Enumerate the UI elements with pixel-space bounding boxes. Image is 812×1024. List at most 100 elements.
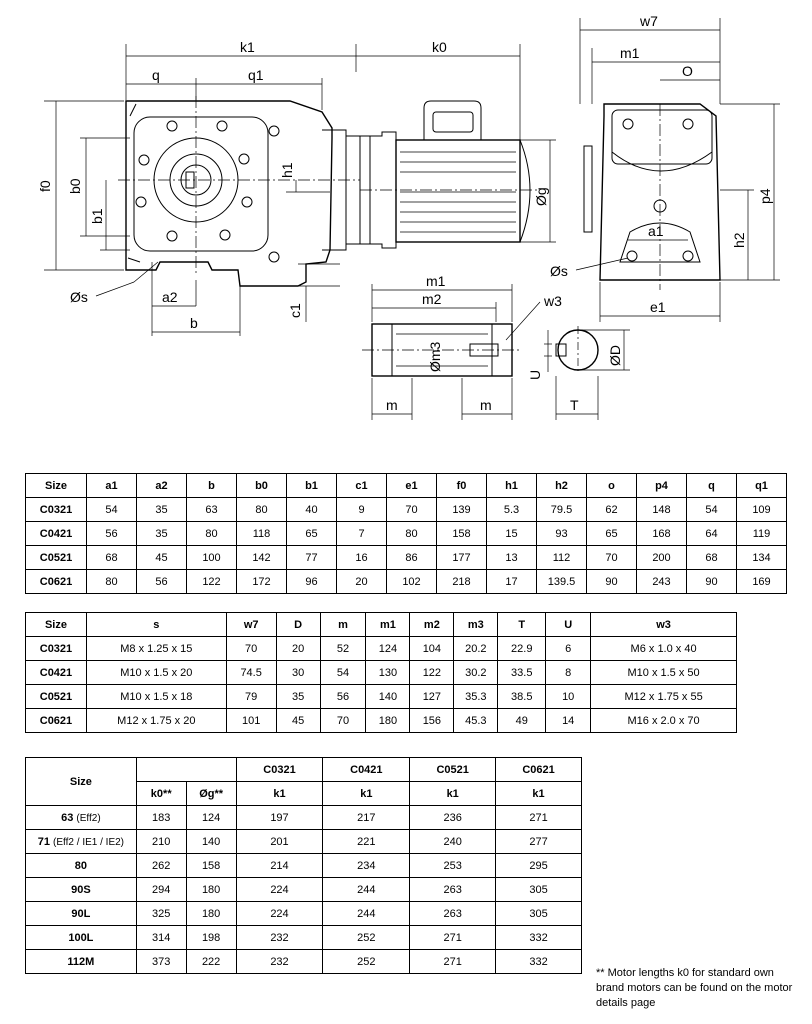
- value-cell: 80: [186, 521, 237, 546]
- dim-label-m2: m2: [422, 291, 442, 307]
- value-cell: 6: [545, 636, 592, 661]
- column-header: b: [186, 473, 237, 498]
- column-header: U: [545, 612, 592, 637]
- dim-label-b0: b0: [67, 178, 83, 194]
- column-header: b1: [286, 473, 337, 498]
- dim-label-m-right: m: [480, 397, 492, 413]
- value-cell: 124: [185, 805, 237, 830]
- group-header: C0421: [322, 757, 411, 782]
- value-cell: 305: [495, 877, 582, 902]
- column-header: m1: [365, 612, 411, 637]
- value-cell: 74.5: [225, 660, 277, 685]
- dim-label-s-right: Øs: [550, 263, 568, 279]
- dim-label-a2: a2: [162, 289, 178, 305]
- dim-label-c1: c1: [287, 303, 303, 318]
- value-cell: 49: [497, 708, 547, 733]
- motor-size-cell: 80: [25, 853, 137, 878]
- value-cell: 90: [586, 569, 637, 594]
- value-cell: 180: [365, 708, 411, 733]
- value-cell: 35: [136, 521, 187, 546]
- value-cell: 45.3: [453, 708, 499, 733]
- value-cell: 119: [736, 521, 787, 546]
- group-header: C0521: [409, 757, 497, 782]
- value-cell: 77: [286, 545, 337, 570]
- size-cell: C0521: [25, 545, 87, 570]
- end-view-dimensions: [575, 18, 780, 322]
- value-cell: 325: [135, 901, 187, 926]
- value-cell: 221: [322, 829, 411, 854]
- dim-label-h2: h2: [731, 232, 747, 248]
- value-cell: 35: [136, 497, 187, 522]
- value-cell: 30: [275, 660, 321, 685]
- sub-header: Øg**: [185, 781, 237, 806]
- value-cell: 172: [236, 569, 287, 594]
- value-cell: 277: [495, 829, 582, 854]
- motor-size-cell: 63 (Eff2): [25, 805, 137, 830]
- dim-label-t: T: [570, 397, 579, 413]
- value-cell: 218: [436, 569, 487, 594]
- value-cell: 14: [545, 708, 592, 733]
- column-header: b0: [236, 473, 287, 498]
- value-cell: 295: [495, 853, 582, 878]
- technical-drawing: k1 k0 q q1 f0 b0 b1 h1 Øg Øs a2 b c1 w7 …: [37, 13, 780, 420]
- sub-header: k1: [235, 781, 324, 806]
- value-cell: 262: [135, 853, 187, 878]
- motor-size-cell: 112M: [25, 949, 137, 974]
- size-cell: C0321: [25, 497, 87, 522]
- column-header: f0: [436, 473, 487, 498]
- value-cell: 54: [319, 660, 367, 685]
- value-cell: M12 x 1.75 x 20: [85, 708, 227, 733]
- value-cell: 243: [636, 569, 687, 594]
- value-cell: 140: [365, 684, 411, 709]
- size-cell: C0321: [25, 636, 87, 661]
- size-cell: C0521: [25, 684, 87, 709]
- value-cell: 20: [275, 636, 321, 661]
- value-cell: 20.2: [453, 636, 499, 661]
- dim-label-m-left: m: [386, 397, 398, 413]
- value-cell: 10: [545, 684, 592, 709]
- size-cell: C0421: [25, 660, 87, 685]
- value-cell: 8: [545, 660, 592, 685]
- value-cell: 130: [365, 660, 411, 685]
- dim-label-e1: e1: [650, 299, 666, 315]
- value-cell: 263: [409, 877, 497, 902]
- value-cell: 80: [386, 521, 437, 546]
- value-cell: 224: [235, 877, 324, 902]
- column-header: D: [275, 612, 321, 637]
- dim-label-a1: a1: [648, 223, 664, 239]
- dim-label-k1: k1: [240, 39, 255, 55]
- value-cell: 134: [736, 545, 787, 570]
- hollow-shaft-detail: [362, 323, 520, 377]
- value-cell: 56: [86, 521, 137, 546]
- dim-label-q1: q1: [248, 67, 264, 83]
- side-view-dimensions: [44, 44, 556, 336]
- value-cell: 140: [185, 829, 237, 854]
- value-cell: 214: [235, 853, 324, 878]
- value-cell: M6 x 1.0 x 40: [590, 636, 737, 661]
- motor-size-cell: 71 (Eff2 / IE1 / IE2): [25, 829, 137, 854]
- value-cell: 64: [686, 521, 737, 546]
- column-header: q: [686, 473, 737, 498]
- motor-size: 63: [61, 811, 74, 824]
- value-cell: 271: [495, 805, 582, 830]
- value-cell: 68: [86, 545, 137, 570]
- value-cell: M12 x 1.75 x 55: [590, 684, 737, 709]
- value-cell: 104: [409, 636, 455, 661]
- value-cell: 70: [319, 708, 367, 733]
- value-cell: 93: [536, 521, 587, 546]
- dim-label-f0: f0: [37, 180, 53, 192]
- value-cell: 271: [409, 949, 497, 974]
